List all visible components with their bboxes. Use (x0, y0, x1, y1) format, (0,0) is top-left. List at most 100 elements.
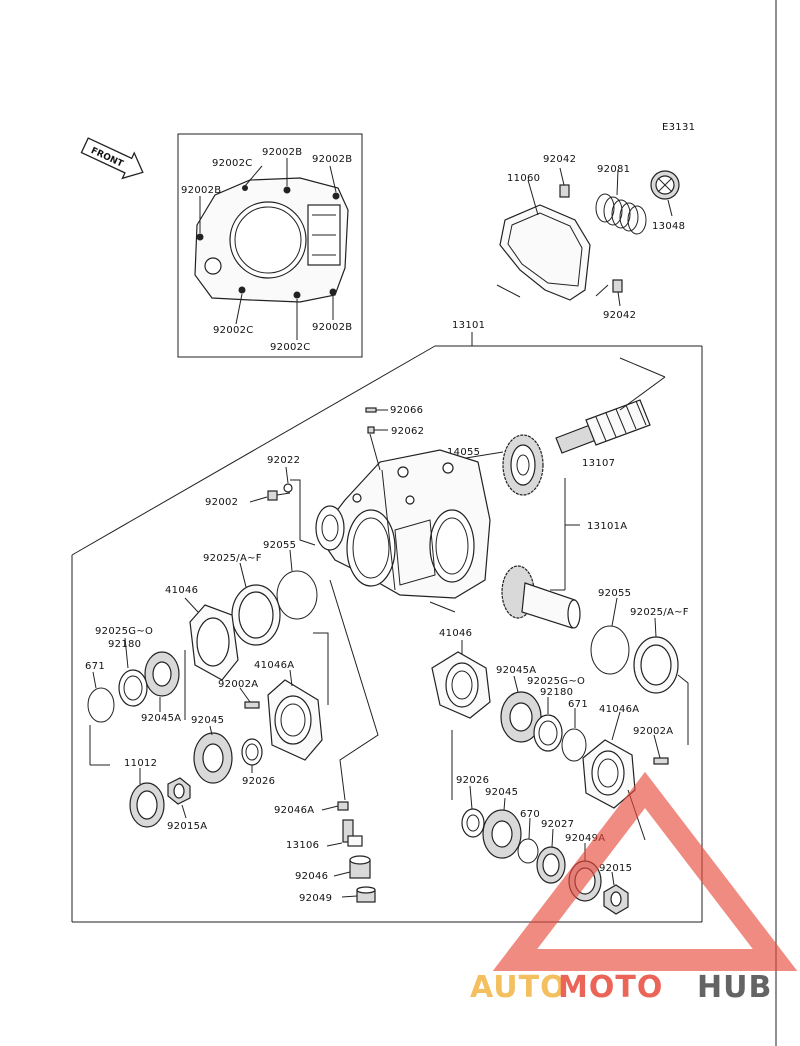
shim-ring (461, 808, 485, 838)
front-arrow-icon: FRONT (80, 137, 144, 180)
bearing-housing (189, 604, 239, 681)
part-label: 92025G~O (527, 676, 585, 687)
part-label: 670 (520, 809, 540, 820)
part-label: 92066 (390, 405, 423, 416)
part-label: 13101 (452, 320, 485, 331)
watermark-logo: AUTO MOTO HUB (470, 771, 798, 1005)
ring-gear (502, 434, 544, 496)
stud-hole (329, 288, 337, 296)
o-ring (517, 838, 539, 864)
bearing (144, 651, 180, 697)
pin (367, 426, 375, 434)
part-label: 92002B (262, 147, 302, 158)
dowel-pin (612, 279, 623, 293)
o-ring (561, 728, 587, 762)
stud-hole (238, 286, 246, 294)
shim-plate (231, 584, 281, 646)
housing-gasket-inset (194, 177, 349, 303)
part-label: 14055 (447, 447, 480, 458)
sleeve (337, 801, 349, 811)
part-label: 92045A (141, 713, 181, 724)
part-label: 92081 (597, 164, 630, 175)
speed-sensor-shaft (342, 819, 363, 847)
part-label: 92042 (603, 310, 636, 321)
part-label: 92002B (312, 322, 352, 333)
inset-leaders (199, 158, 337, 340)
assembly-frame (71, 332, 703, 923)
coil-spring (595, 193, 647, 235)
part-label: 92046A (274, 805, 314, 816)
stud-hole (196, 233, 204, 241)
o-ring (276, 570, 318, 620)
nut (603, 884, 629, 915)
part-label: 92015 (599, 863, 632, 874)
seal-ring (533, 714, 563, 752)
part-label: 92046 (295, 871, 328, 882)
bearing (500, 691, 542, 743)
seal-ring (118, 669, 148, 707)
bolt-head (267, 490, 278, 501)
part-label: 13048 (652, 221, 685, 232)
part-label: 92049 (299, 893, 332, 904)
clutch-hub (650, 170, 680, 200)
bolt (653, 757, 669, 765)
part-label: 11060 (507, 173, 540, 184)
part-label: 92062 (391, 426, 424, 437)
part-label: 92022 (267, 455, 300, 466)
part-label: 41046A (254, 660, 294, 671)
bearing (193, 732, 233, 784)
part-label: 92045 (191, 715, 224, 726)
gear-case-housing (315, 449, 491, 599)
watermark-text-hub: HUB (697, 970, 772, 1005)
pinion-shaft (555, 399, 651, 454)
bearing-holder (582, 739, 636, 809)
part-label: 13107 (582, 458, 615, 469)
part-label: 671 (85, 661, 105, 672)
dowel-pin (559, 184, 570, 198)
part-label: 671 (568, 699, 588, 710)
part-label: 92002B (312, 154, 352, 165)
collar (536, 846, 566, 884)
oil-seal (129, 782, 165, 828)
watermark-text-moto: MOTO (558, 970, 663, 1005)
stud-hole (293, 291, 301, 299)
part-label: 92002C (213, 325, 254, 336)
part-label: 92002A (218, 679, 258, 690)
bushing (356, 886, 376, 903)
o-ring (590, 625, 630, 675)
part-label: 13106 (286, 840, 319, 851)
part-label: 92180 (108, 639, 141, 650)
part-label: 92045A (496, 665, 536, 676)
stud-hole (283, 186, 291, 194)
part-label: 92002B (181, 185, 221, 196)
cover-gasket (499, 204, 591, 301)
part-label: 92015A (167, 821, 207, 832)
bolt (244, 701, 260, 709)
part-label: 92026 (456, 775, 489, 786)
part-label: 92027 (541, 819, 574, 830)
part-label: 92002C (212, 158, 253, 169)
part-label: 41046 (439, 628, 472, 639)
bevel-pinion-gear (501, 565, 581, 629)
bearing (482, 809, 522, 859)
washer (283, 483, 293, 493)
shim-ring (241, 738, 263, 766)
watermark-text-auto: AUTO (470, 970, 567, 1005)
part-label: 92002A (633, 726, 673, 737)
part-label: 92025/A~F (203, 553, 262, 564)
part-label: 92026 (242, 776, 275, 787)
part-label: 92002 (205, 497, 238, 508)
bearing-housing (431, 651, 491, 719)
o-ring (87, 687, 115, 723)
part-label: 11012 (124, 758, 157, 769)
part-label: 92049A (565, 833, 605, 844)
inset-frame (177, 133, 363, 358)
diagram-code: E3131 (662, 122, 695, 133)
part-label: 92002C (270, 342, 311, 353)
part-label: 92025G~O (95, 626, 153, 637)
part-label: 41046A (599, 704, 639, 715)
shim-plate (633, 636, 679, 694)
part-label: 92045 (485, 787, 518, 798)
part-label: 92055 (263, 540, 296, 551)
